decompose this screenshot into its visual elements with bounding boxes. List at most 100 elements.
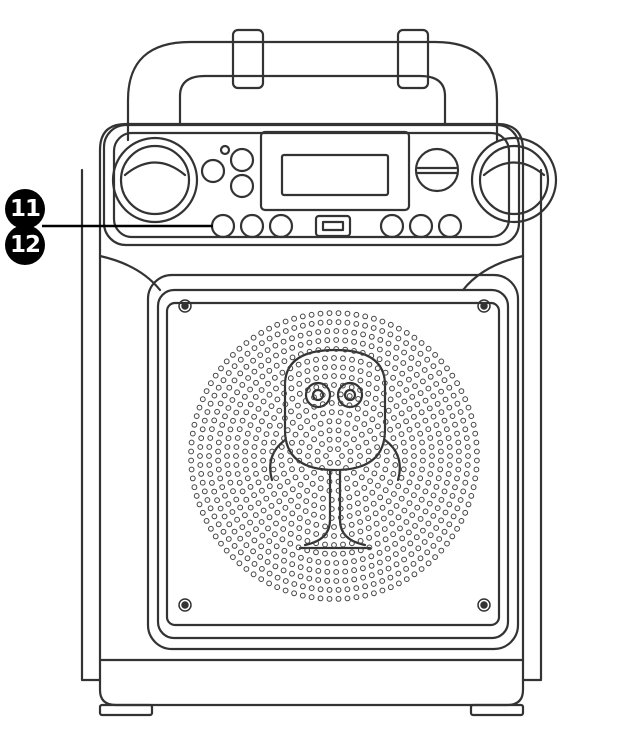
grille-hole — [438, 388, 445, 395]
grille-hole — [387, 331, 394, 338]
grille-hole — [247, 422, 254, 429]
grille-hole — [430, 413, 437, 420]
grille-hole — [222, 492, 228, 499]
grille-hole — [279, 369, 286, 376]
grille-hole — [255, 426, 262, 433]
grille-hole — [393, 503, 400, 509]
grille-hole — [417, 390, 424, 397]
grille-hole — [233, 453, 239, 459]
grille-hole — [215, 466, 222, 473]
grille-hole — [233, 444, 240, 450]
grille-hole — [231, 528, 238, 535]
grille-hole — [311, 502, 318, 509]
grille-hole — [474, 448, 480, 455]
grille-hole — [189, 475, 196, 482]
grille-hole — [365, 381, 372, 387]
grille-hole — [327, 460, 333, 466]
grille-hole — [236, 426, 243, 433]
grille-hole — [437, 439, 444, 446]
grille-hole — [468, 493, 475, 499]
grille-hole — [340, 523, 346, 530]
grille-hole — [207, 435, 214, 441]
grille-hole — [266, 422, 273, 429]
grille-hole — [354, 415, 361, 422]
grille-hole — [251, 368, 258, 375]
grille-hole — [287, 540, 294, 547]
grille-hole — [346, 402, 353, 409]
grille-hole — [406, 479, 413, 486]
grille-hole — [273, 431, 280, 437]
grille-hole — [344, 485, 351, 492]
grille-hole — [291, 325, 298, 331]
grille-hole — [333, 560, 340, 566]
grille-hole — [421, 367, 428, 373]
volume-knob-left — [111, 136, 199, 224]
grille-hole — [340, 550, 346, 557]
grille-hole — [438, 358, 445, 365]
grille-hole — [292, 474, 299, 481]
grille-hole — [349, 549, 355, 556]
grille-hole — [204, 409, 211, 415]
grille-hole — [374, 540, 381, 547]
grille-hole — [342, 337, 349, 344]
grille-hole — [308, 585, 315, 591]
grille-hole — [410, 444, 417, 450]
grille-hole — [458, 388, 465, 395]
grille-hole — [366, 544, 373, 551]
grille-hole — [231, 363, 238, 370]
grille-hole — [296, 525, 303, 531]
grille-hole — [315, 329, 322, 335]
grille-hole — [278, 453, 284, 459]
grille-hole — [282, 318, 289, 325]
grille-hole — [331, 542, 337, 548]
grille-hole — [309, 480, 316, 487]
grille-hole — [442, 509, 449, 516]
grille-hole — [328, 391, 335, 397]
grille-hole — [273, 553, 279, 560]
grille-hole — [342, 577, 349, 584]
grille-hole — [395, 335, 402, 342]
grille-hole — [203, 388, 210, 395]
grille-hole — [304, 487, 311, 494]
grille-hole — [304, 528, 311, 535]
grille-hole — [328, 400, 335, 406]
grille-hole — [229, 397, 236, 403]
grille-hole — [351, 436, 357, 443]
grille-hole — [237, 504, 244, 511]
grille-hole — [308, 311, 315, 318]
grille-hole — [317, 485, 324, 492]
grille-hole — [351, 576, 358, 583]
grille-hole — [335, 310, 342, 317]
grille-hole — [243, 496, 250, 503]
grille-hole — [243, 566, 250, 572]
grille-hole — [465, 453, 471, 459]
grille-hole — [365, 457, 372, 464]
grille-hole — [191, 421, 198, 428]
grille-hole — [331, 373, 337, 379]
grille-hole — [351, 329, 358, 336]
grille-hole — [236, 345, 243, 352]
grille-hole — [258, 330, 265, 336]
grille-hole — [222, 413, 228, 420]
grille-hole — [244, 555, 251, 562]
grille-hole — [347, 448, 354, 455]
grille-hole — [259, 373, 266, 380]
grille-hole — [317, 310, 324, 317]
grille-hole — [335, 469, 342, 476]
grille-hole — [265, 525, 271, 532]
grille-hole — [324, 346, 331, 353]
grille-hole — [438, 409, 445, 416]
grille-hole — [397, 525, 403, 532]
grille-hole — [218, 540, 224, 547]
grille-hole — [243, 466, 249, 473]
grille-hole — [426, 405, 433, 412]
grille-hole — [225, 405, 232, 411]
grille-hole — [273, 543, 280, 550]
grille-hole — [464, 444, 471, 450]
grille-hole — [396, 580, 402, 587]
grille-hole — [360, 331, 367, 338]
volume-knob-right — [470, 136, 558, 224]
grille-hole — [346, 513, 353, 519]
grille-hole — [371, 470, 378, 477]
grille-hole — [427, 471, 434, 477]
